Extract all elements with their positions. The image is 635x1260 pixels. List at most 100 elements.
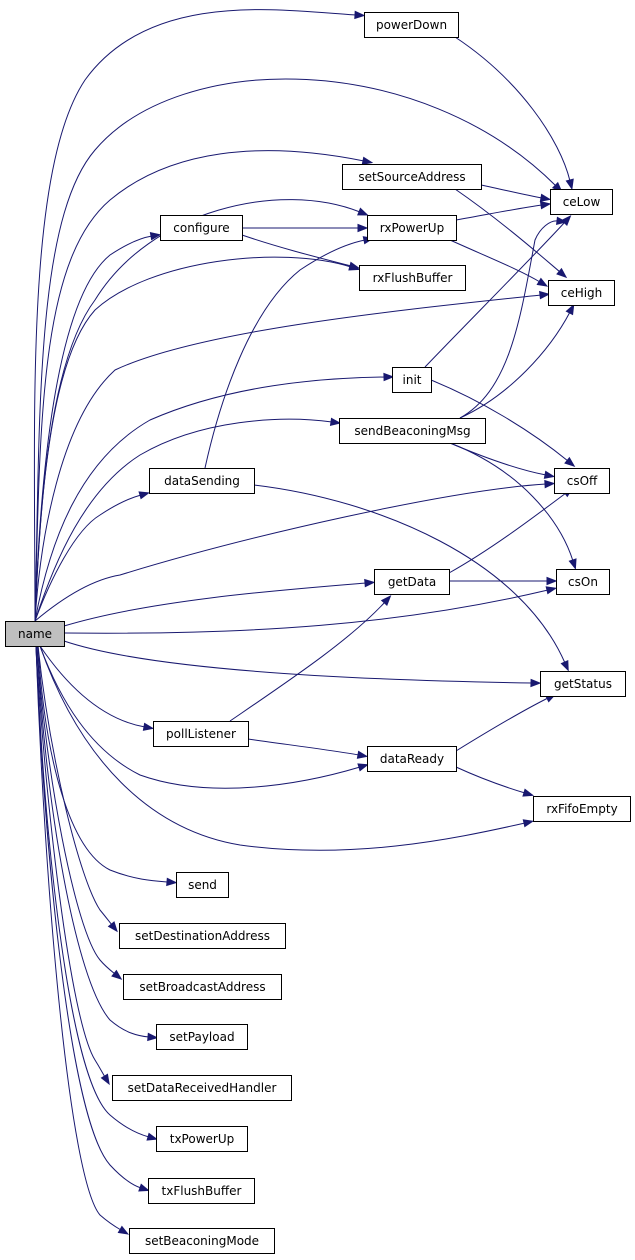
node-box-txPowerUp[interactable] xyxy=(156,1126,248,1152)
edge-name-to-txPowerUp xyxy=(35,645,150,1138)
arrowhead-sendBeaconingMsg-to-csOn xyxy=(568,558,577,570)
node-setSourceAddress[interactable]: setSourceAddress xyxy=(342,164,482,190)
node-box-csOff[interactable] xyxy=(554,468,610,494)
node-box-configure[interactable] xyxy=(160,215,243,241)
node-configure[interactable]: configure xyxy=(160,215,243,241)
edge-sendBeaconingMsg-to-ceHigh xyxy=(459,311,571,419)
node-txPowerUp[interactable]: txPowerUp xyxy=(156,1126,248,1152)
node-label-rxPowerUp: rxPowerUp xyxy=(380,221,444,235)
edge-rxPowerUp-to-ceLow xyxy=(455,204,543,221)
node-setDestinationAddress[interactable]: setDestinationAddress xyxy=(119,923,286,949)
node-pollListener[interactable]: pollListener xyxy=(153,721,249,747)
node-csOn[interactable]: csOn xyxy=(556,569,610,595)
arrowhead-name-to-powerDown xyxy=(354,10,366,20)
node-sendBeaconingMsg[interactable]: sendBeaconingMsg xyxy=(339,418,486,444)
node-ceHigh[interactable]: ceHigh xyxy=(548,280,615,306)
node-label-txFlushBuffer: txFlushBuffer xyxy=(162,1184,242,1198)
arrowhead-rxPowerUp-to-ceLow xyxy=(539,201,552,210)
edge-dataSending-to-getStatus xyxy=(253,484,566,664)
arrowhead-dataSending-to-getStatus xyxy=(560,659,569,672)
arrowhead-name-to-send xyxy=(166,877,178,887)
node-setBeaconingMode[interactable]: setBeaconingMode xyxy=(129,1228,275,1254)
node-label-ceHigh: ceHigh xyxy=(561,286,603,300)
node-box-send[interactable] xyxy=(176,872,229,898)
node-label-txPowerUp: txPowerUp xyxy=(170,1132,235,1146)
node-box-sendBeaconingMsg[interactable] xyxy=(339,418,486,444)
edge-dataReady-to-getStatus xyxy=(455,697,549,752)
node-box-ceHigh[interactable] xyxy=(548,280,615,306)
node-setDataReceivedHandler[interactable]: setDataReceivedHandler xyxy=(112,1075,292,1101)
node-box-txFlushBuffer[interactable] xyxy=(148,1178,255,1204)
node-box-setDestinationAddress[interactable] xyxy=(119,923,286,949)
node-setPayload[interactable]: setPayload xyxy=(156,1024,248,1050)
edge-dataSending-to-rxPowerUp xyxy=(204,239,366,469)
node-label-powerDown: powerDown xyxy=(376,18,447,32)
node-box-dataSending[interactable] xyxy=(149,468,255,494)
edge-name-to-dataReady xyxy=(39,645,361,789)
node-label-getStatus: getStatus xyxy=(554,677,612,691)
node-dataReady[interactable]: dataReady xyxy=(367,746,457,772)
edge-name-to-dataSending xyxy=(34,494,142,622)
edge-powerDown-to-ceLow xyxy=(454,36,571,182)
node-name[interactable]: name xyxy=(5,621,65,647)
arrowhead-rxPowerUp-to-ceHigh xyxy=(536,277,549,287)
node-box-rxPowerUp[interactable] xyxy=(367,215,457,241)
edge-init-to-ceLow xyxy=(424,221,566,368)
arrowhead-name-to-pollListener xyxy=(142,722,155,731)
arrowhead-name-to-setSourceAddress xyxy=(361,156,374,165)
node-box-getStatus[interactable] xyxy=(540,671,626,697)
arrowhead-sendBeaconingMsg-to-ceHigh xyxy=(565,303,575,316)
node-box-powerDown[interactable] xyxy=(364,12,459,38)
node-box-name[interactable] xyxy=(5,621,65,647)
node-box-init[interactable] xyxy=(392,367,432,393)
arrowhead-configure-to-rxFlushBuffer xyxy=(348,261,361,270)
node-csOff[interactable]: csOff xyxy=(554,468,610,494)
node-box-setPayload[interactable] xyxy=(156,1024,248,1050)
node-box-setBeaconingMode[interactable] xyxy=(129,1228,275,1254)
arrowhead-name-to-dataSending xyxy=(138,491,151,500)
node-box-csOn[interactable] xyxy=(556,569,610,595)
node-box-pollListener[interactable] xyxy=(153,721,249,747)
node-send[interactable]: send xyxy=(176,872,229,898)
node-dataSending[interactable]: dataSending xyxy=(149,468,255,494)
node-box-setBroadcastAddress[interactable] xyxy=(123,974,282,1000)
node-box-setDataReceivedHandler[interactable] xyxy=(112,1075,292,1101)
edge-name-to-setBroadcastAddress xyxy=(36,645,116,975)
node-ceLow[interactable]: ceLow xyxy=(550,189,613,215)
arrowhead-sendBeaconingMsg-to-csOff xyxy=(543,470,556,479)
edge-name-to-setSourceAddress xyxy=(34,150,365,622)
node-rxPowerUp[interactable]: rxPowerUp xyxy=(367,215,457,241)
node-rxFifoEmpty[interactable]: rxFifoEmpty xyxy=(533,796,631,822)
node-txFlushBuffer[interactable]: txFlushBuffer xyxy=(148,1178,255,1204)
node-label-setBeaconingMode: setBeaconingMode xyxy=(145,1234,259,1248)
node-init[interactable]: init xyxy=(392,367,432,393)
edge-setSourceAddress-to-ceLow xyxy=(480,184,543,199)
node-box-rxFlushBuffer[interactable] xyxy=(359,265,466,291)
arrowhead-name-to-csOn xyxy=(545,586,558,595)
edge-name-to-send xyxy=(37,645,169,883)
edge-name-to-powerDown xyxy=(33,9,357,622)
node-box-getData[interactable] xyxy=(374,569,450,595)
node-box-rxFifoEmpty[interactable] xyxy=(533,796,631,822)
arrowhead-pollListener-to-dataReady xyxy=(356,750,369,759)
node-powerDown[interactable]: powerDown xyxy=(364,12,459,38)
node-label-configure: configure xyxy=(173,221,229,235)
node-rxFlushBuffer[interactable]: rxFlushBuffer xyxy=(359,265,466,291)
edge-name-to-setPayload xyxy=(36,645,150,1038)
edge-sendBeaconingMsg-to-csOff xyxy=(449,442,547,476)
edge-pollListener-to-getData xyxy=(229,601,386,722)
node-box-dataReady[interactable] xyxy=(367,746,457,772)
node-setBroadcastAddress[interactable]: setBroadcastAddress xyxy=(123,974,282,1000)
node-box-setSourceAddress[interactable] xyxy=(342,164,482,190)
node-box-ceLow[interactable] xyxy=(550,189,613,215)
edge-name-to-sendBeaconingMsg xyxy=(34,418,333,622)
node-label-init: init xyxy=(403,373,422,387)
node-getStatus[interactable]: getStatus xyxy=(540,671,626,697)
edge-setSourceAddress-to-ceHigh xyxy=(454,188,561,273)
edge-name-to-ceLow xyxy=(34,78,557,622)
node-label-pollListener: pollListener xyxy=(166,727,236,741)
node-getData[interactable]: getData xyxy=(374,569,450,595)
node-label-getData: getData xyxy=(388,575,436,589)
node-label-dataReady: dataReady xyxy=(380,752,444,766)
arrowhead-name-to-configure xyxy=(149,232,162,241)
